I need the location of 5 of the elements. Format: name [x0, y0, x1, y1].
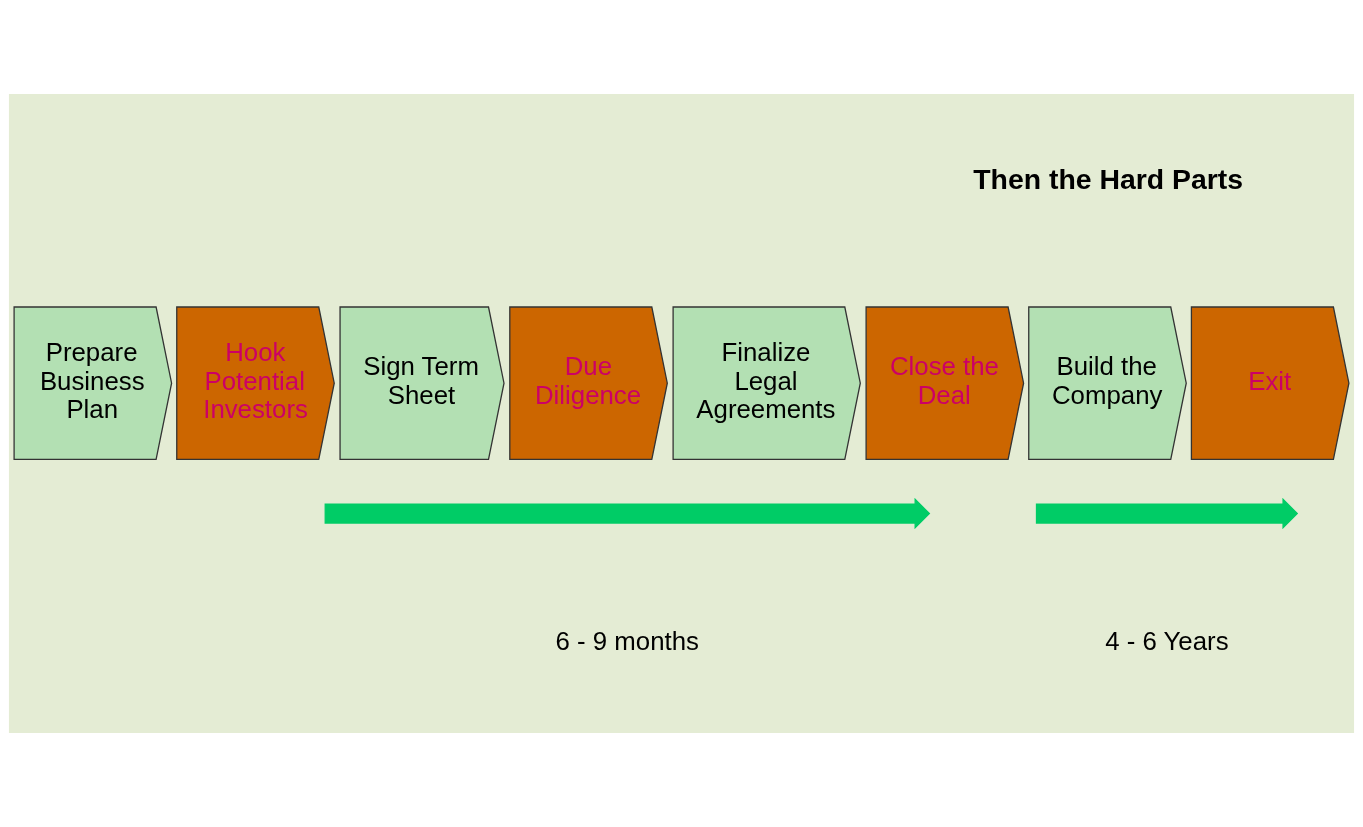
node-arrow: [324, 497, 931, 530]
label: 6 - 9 months: [555, 627, 699, 656]
label: 4 - 6 Years: [1105, 627, 1229, 656]
node-arrow: [1035, 497, 1299, 530]
label: Then the Hard Parts: [973, 163, 1244, 196]
